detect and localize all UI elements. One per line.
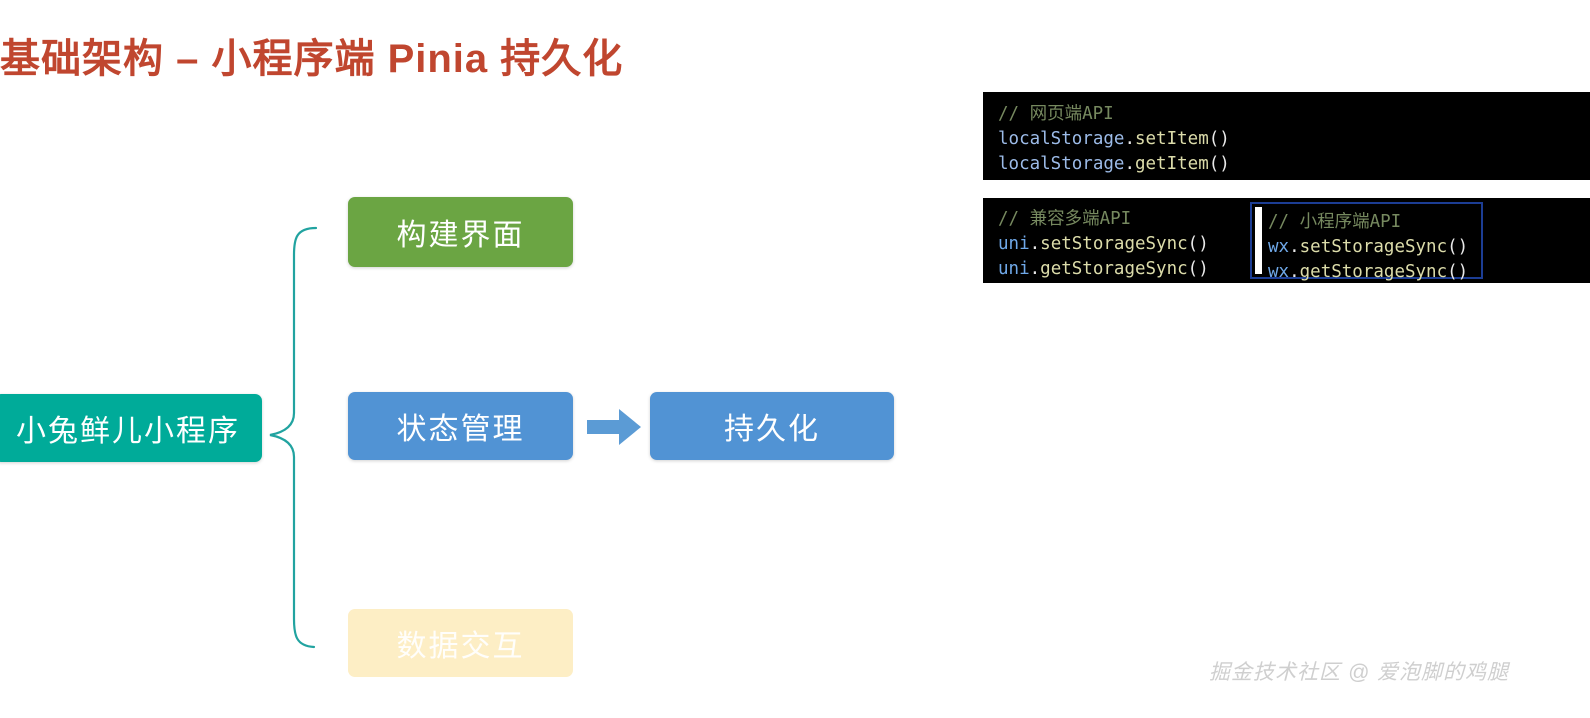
code-token-parens: () [1208, 129, 1230, 149]
code-token-object: uni [998, 259, 1030, 279]
code-token-object: localStorage [998, 154, 1125, 174]
code-token-object: uni [998, 234, 1030, 254]
code-token-object: wx [1268, 237, 1290, 257]
node-state-management-label: 状态管理 [396, 413, 525, 446]
code-token-dot: . [1289, 262, 1300, 282]
code-line: wx.setStorageSync() [1268, 235, 1481, 260]
code-block-wx-api-highlighted: // 小程序端API wx.setStorageSync() wx.getSto… [1250, 202, 1483, 282]
code-token-dot: . [1124, 129, 1135, 149]
code-token-parens: () [1187, 259, 1209, 279]
code-token-dot: . [1029, 234, 1041, 254]
code-block-web-api: // 网页端API localStorage.setItem() localSt… [983, 92, 1590, 180]
code-token-function: setItem [1134, 129, 1209, 149]
node-state-management: 状态管理 [348, 392, 573, 460]
code-token-parens: () [1187, 234, 1209, 254]
code-token-object: wx [1268, 262, 1290, 282]
code-token-function: getItem [1134, 154, 1209, 174]
code-token-dot: . [1289, 237, 1300, 257]
page-title: 基础架构 – 小程序端 Pinia 持久化 [0, 37, 624, 81]
code-token-dot: . [1124, 154, 1135, 174]
code-comment: // 网页端API [998, 104, 1114, 124]
code-comment: // 小程序端API [1268, 212, 1402, 232]
code-token-parens: () [1447, 237, 1469, 257]
code-line: localStorage.setItem() [998, 127, 1590, 152]
code-token-parens: () [1447, 262, 1469, 282]
watermark: 掘金技术社区 @ 爱泡脚的鸡腿 [1209, 661, 1509, 684]
arrow-right-icon [587, 409, 641, 445]
code-comment: // 兼容多端API [998, 209, 1132, 229]
node-build-ui-label: 构建界面 [396, 219, 525, 252]
code-token-function: setStorageSync [1040, 234, 1188, 254]
code-token-parens: () [1208, 154, 1230, 174]
curly-brace-connector [269, 226, 318, 649]
code-line: localStorage.getItem() [998, 152, 1590, 177]
node-persistence-label: 持久化 [724, 413, 820, 446]
code-token-object: localStorage [998, 129, 1125, 149]
node-build-ui: 构建界面 [348, 197, 573, 267]
code-token-function: getStorageSync [1299, 262, 1448, 282]
code-token-function: getStorageSync [1040, 259, 1188, 279]
code-line: wx.getStorageSync() [1268, 260, 1481, 285]
node-data-interaction: 数据交互 [348, 609, 573, 677]
node-root-app: 小兔鲜儿小程序 [0, 394, 262, 462]
code-line: uni.setStorageSync() [998, 232, 1590, 257]
code-token-dot: . [1029, 259, 1041, 279]
node-persistence: 持久化 [650, 392, 894, 460]
code-line: uni.getStorageSync() [998, 257, 1590, 282]
node-data-interaction-label: 数据交互 [396, 630, 525, 663]
node-root-label: 小兔鲜儿小程序 [16, 415, 240, 448]
code-block-uni-api: // 兼容多端API uni.setStorageSync() uni.getS… [983, 198, 1590, 283]
code-token-function: setStorageSync [1299, 237, 1448, 257]
